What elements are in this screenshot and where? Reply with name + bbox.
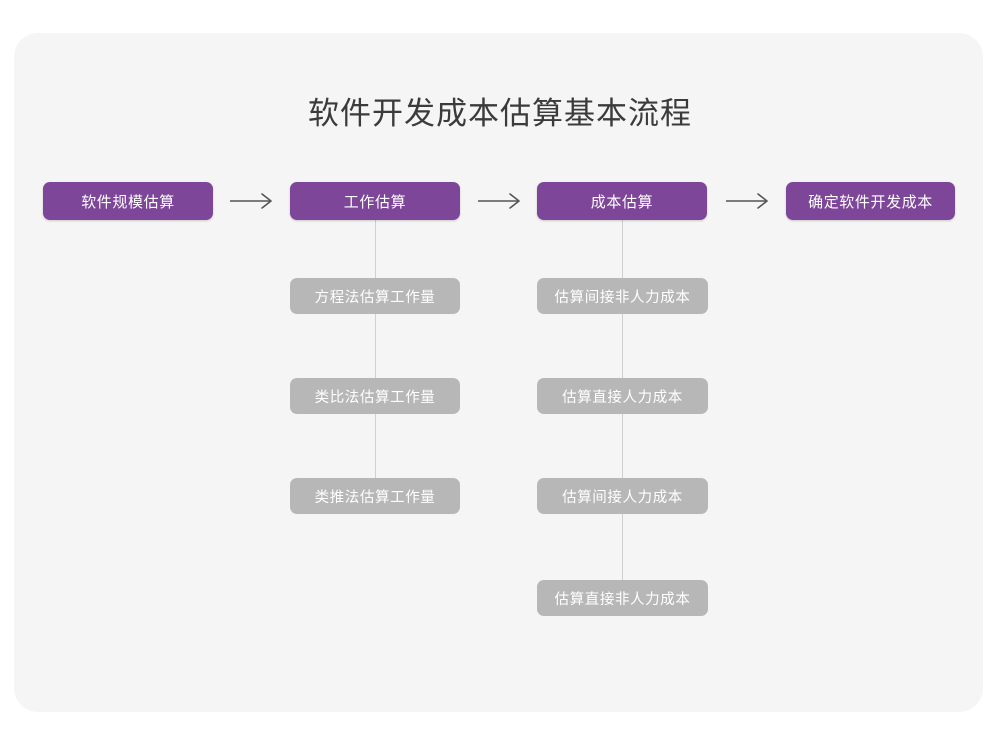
connector-work-3 <box>375 412 376 498</box>
step-work-estimation[interactable]: 工作估算 <box>290 182 460 220</box>
substep-inference-method-effort[interactable]: 类推法估算工作量 <box>290 478 460 514</box>
connector-work-2 <box>375 312 376 398</box>
step-label: 成本估算 <box>590 193 654 211</box>
arrow-right-icon-3 <box>724 191 774 211</box>
step-label: 软件规模估算 <box>81 193 175 211</box>
connector-cost-4 <box>622 512 623 600</box>
step-cost-estimation[interactable]: 成本估算 <box>537 182 707 220</box>
card-background <box>14 33 983 712</box>
connector-cost-2 <box>622 312 623 398</box>
substep-label: 估算直接非人力成本 <box>554 591 691 608</box>
step-software-size-estimation[interactable]: 软件规模估算 <box>43 182 213 220</box>
connector-work-1 <box>375 218 376 300</box>
substep-indirect-labor-cost[interactable]: 估算间接人力成本 <box>537 478 708 514</box>
page-title: 软件开发成本估算基本流程 <box>308 96 692 131</box>
substep-label: 方程法估算工作量 <box>314 289 436 306</box>
substep-direct-nonlabor-cost[interactable]: 估算直接非人力成本 <box>537 580 708 616</box>
substep-label: 估算直接人力成本 <box>562 389 683 406</box>
step-label: 确定软件开发成本 <box>808 193 933 211</box>
substep-indirect-nonlabor-cost[interactable]: 估算间接非人力成本 <box>537 278 708 314</box>
arrow-right-icon-1 <box>228 191 278 211</box>
substep-analogy-method-effort[interactable]: 类比法估算工作量 <box>290 378 460 414</box>
step-determine-development-cost[interactable]: 确定软件开发成本 <box>786 182 955 220</box>
connector-cost-1 <box>622 218 623 300</box>
substep-equation-method-effort[interactable]: 方程法估算工作量 <box>290 278 460 314</box>
substep-label: 估算间接人力成本 <box>562 489 683 506</box>
arrow-right-icon-2 <box>476 191 526 211</box>
substep-label: 类推法估算工作量 <box>314 489 436 506</box>
step-label: 工作估算 <box>343 193 407 211</box>
substep-label: 估算间接非人力成本 <box>554 289 691 306</box>
connector-cost-3 <box>622 412 623 498</box>
substep-label: 类比法估算工作量 <box>314 389 436 406</box>
substep-direct-labor-cost[interactable]: 估算直接人力成本 <box>537 378 708 414</box>
